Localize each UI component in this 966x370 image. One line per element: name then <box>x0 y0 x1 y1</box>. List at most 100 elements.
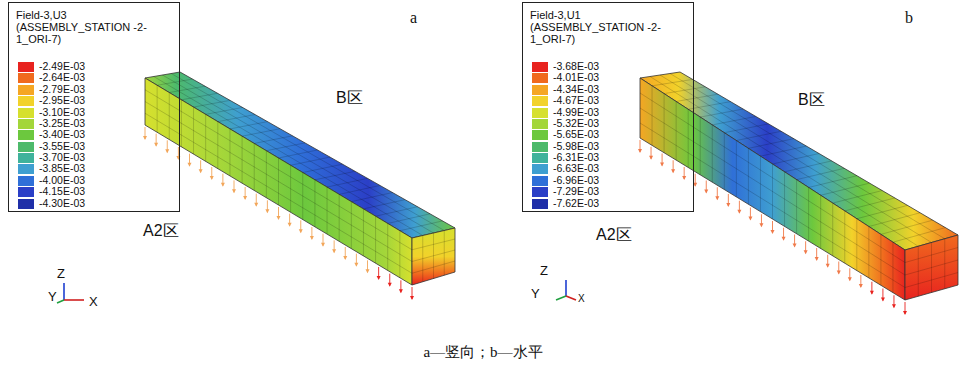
mesh-line <box>363 200 405 209</box>
arrow-head <box>165 149 169 153</box>
mesh-line <box>797 168 845 179</box>
mesh-line <box>145 90 412 250</box>
mesh-line <box>400 221 443 231</box>
mesh-line <box>676 94 718 101</box>
mesh-line <box>388 214 430 224</box>
arrow-head <box>804 250 808 254</box>
mesh-line <box>821 183 870 195</box>
mesh-line <box>905 260 958 275</box>
legend-swatch <box>18 187 34 197</box>
legend-swatch <box>18 62 34 72</box>
arrow-head <box>638 149 642 153</box>
legend-value: -6.63E-03 <box>553 163 599 174</box>
legend-value: -5.65E-03 <box>553 129 599 140</box>
mesh-line <box>724 124 768 133</box>
legend-swatch <box>18 164 34 174</box>
legend-value: -4.01E-03 <box>553 72 599 83</box>
legend-value: -4.30E-03 <box>39 198 85 209</box>
legend-swatch <box>532 62 548 72</box>
mesh-line <box>412 250 455 262</box>
legend-swatch <box>532 176 548 186</box>
legend-value: -4.67E-03 <box>553 95 599 106</box>
arrow-head <box>881 298 885 302</box>
mesh-line <box>664 87 705 94</box>
legend-swatch <box>532 119 548 129</box>
mesh-line <box>145 102 412 262</box>
legend-swatch <box>18 153 34 163</box>
legend-value: -6.31E-03 <box>553 152 599 163</box>
mesh-line <box>242 129 280 136</box>
legend-box: Field-3,U1 (ASSEMBLY_STATION -2-1_ORI-7)… <box>522 2 694 212</box>
axis-label: Z <box>57 267 65 280</box>
legend-value: -3.40E-03 <box>39 129 85 140</box>
arrow-head <box>748 217 752 221</box>
panel-letter: a <box>410 10 417 26</box>
mesh-line <box>688 102 730 110</box>
arrow-head <box>759 223 763 227</box>
legend-value: -3.70E-03 <box>39 152 85 163</box>
arrow-head <box>682 176 686 180</box>
mesh-line <box>893 228 945 243</box>
legend-swatch <box>532 96 548 106</box>
legend-value: -7.62E-03 <box>553 198 599 209</box>
mesh-line <box>785 161 832 172</box>
legend-swatch <box>18 96 34 106</box>
legend-value: -3.55E-03 <box>39 141 85 152</box>
legend-value: -2.64E-03 <box>39 72 85 83</box>
legend-swatch <box>532 73 548 83</box>
axis-label: Y <box>531 287 540 300</box>
axis-label: X <box>578 294 585 304</box>
legend-value: -7.29E-03 <box>553 186 599 197</box>
mesh-line <box>412 239 455 250</box>
mesh-line <box>194 100 230 107</box>
region-label: B区 <box>336 90 363 106</box>
arrow-head <box>892 304 896 308</box>
legend-swatch <box>532 130 548 140</box>
arrow-head <box>210 176 214 180</box>
arrow-head <box>726 203 730 207</box>
arrow-head <box>815 257 819 261</box>
mesh-line <box>712 116 756 124</box>
arrow-head <box>870 291 874 295</box>
mesh-line <box>748 139 793 149</box>
legend-swatch <box>18 130 34 140</box>
mesh-line <box>881 220 933 234</box>
legend-swatch <box>532 153 548 163</box>
region-label: A2区 <box>143 223 179 239</box>
arrow-head <box>343 256 347 260</box>
arrow-head <box>848 277 852 281</box>
legend-value: -3.85E-03 <box>39 163 85 174</box>
mesh-line <box>736 131 781 140</box>
arrow-head <box>377 276 381 280</box>
figure-caption: a—竖向；b—水平 <box>0 343 966 361</box>
mesh-line <box>412 261 455 273</box>
arrow-head <box>715 196 719 200</box>
legend-value: -4.15E-03 <box>39 186 85 197</box>
legend-title: Field-3,U1 (ASSEMBLY_STATION -2-1_ORI-7) <box>530 9 680 45</box>
legend-value: -4.00E-03 <box>39 175 85 186</box>
mesh-line <box>315 171 355 180</box>
legend-value: -3.10E-03 <box>39 107 85 118</box>
arrow-head <box>254 203 258 207</box>
legend-swatch <box>532 85 548 95</box>
beam-face <box>640 78 905 300</box>
mesh-line <box>218 115 255 122</box>
axis-label: Z <box>540 264 548 277</box>
arrow-head <box>771 230 775 234</box>
legend-box: Field-3,U3 (ASSEMBLY_STATION -2-1_ORI-7)… <box>8 2 180 212</box>
legend-title: Field-3,U3 (ASSEMBLY_STATION -2-1_ORI-7) <box>16 9 166 45</box>
arrow-head <box>649 156 653 160</box>
legend-swatch <box>18 108 34 118</box>
mesh-line <box>154 77 423 236</box>
region-label: B区 <box>798 92 825 108</box>
mesh-line <box>700 109 743 117</box>
arrow-head <box>154 143 158 147</box>
mesh-line <box>905 273 958 288</box>
arrow-head <box>388 283 392 287</box>
arrow-head <box>232 189 236 193</box>
arrow-head <box>310 236 314 240</box>
mesh-line <box>640 93 905 263</box>
legend-swatch <box>532 108 548 118</box>
legend-swatch <box>532 187 548 197</box>
